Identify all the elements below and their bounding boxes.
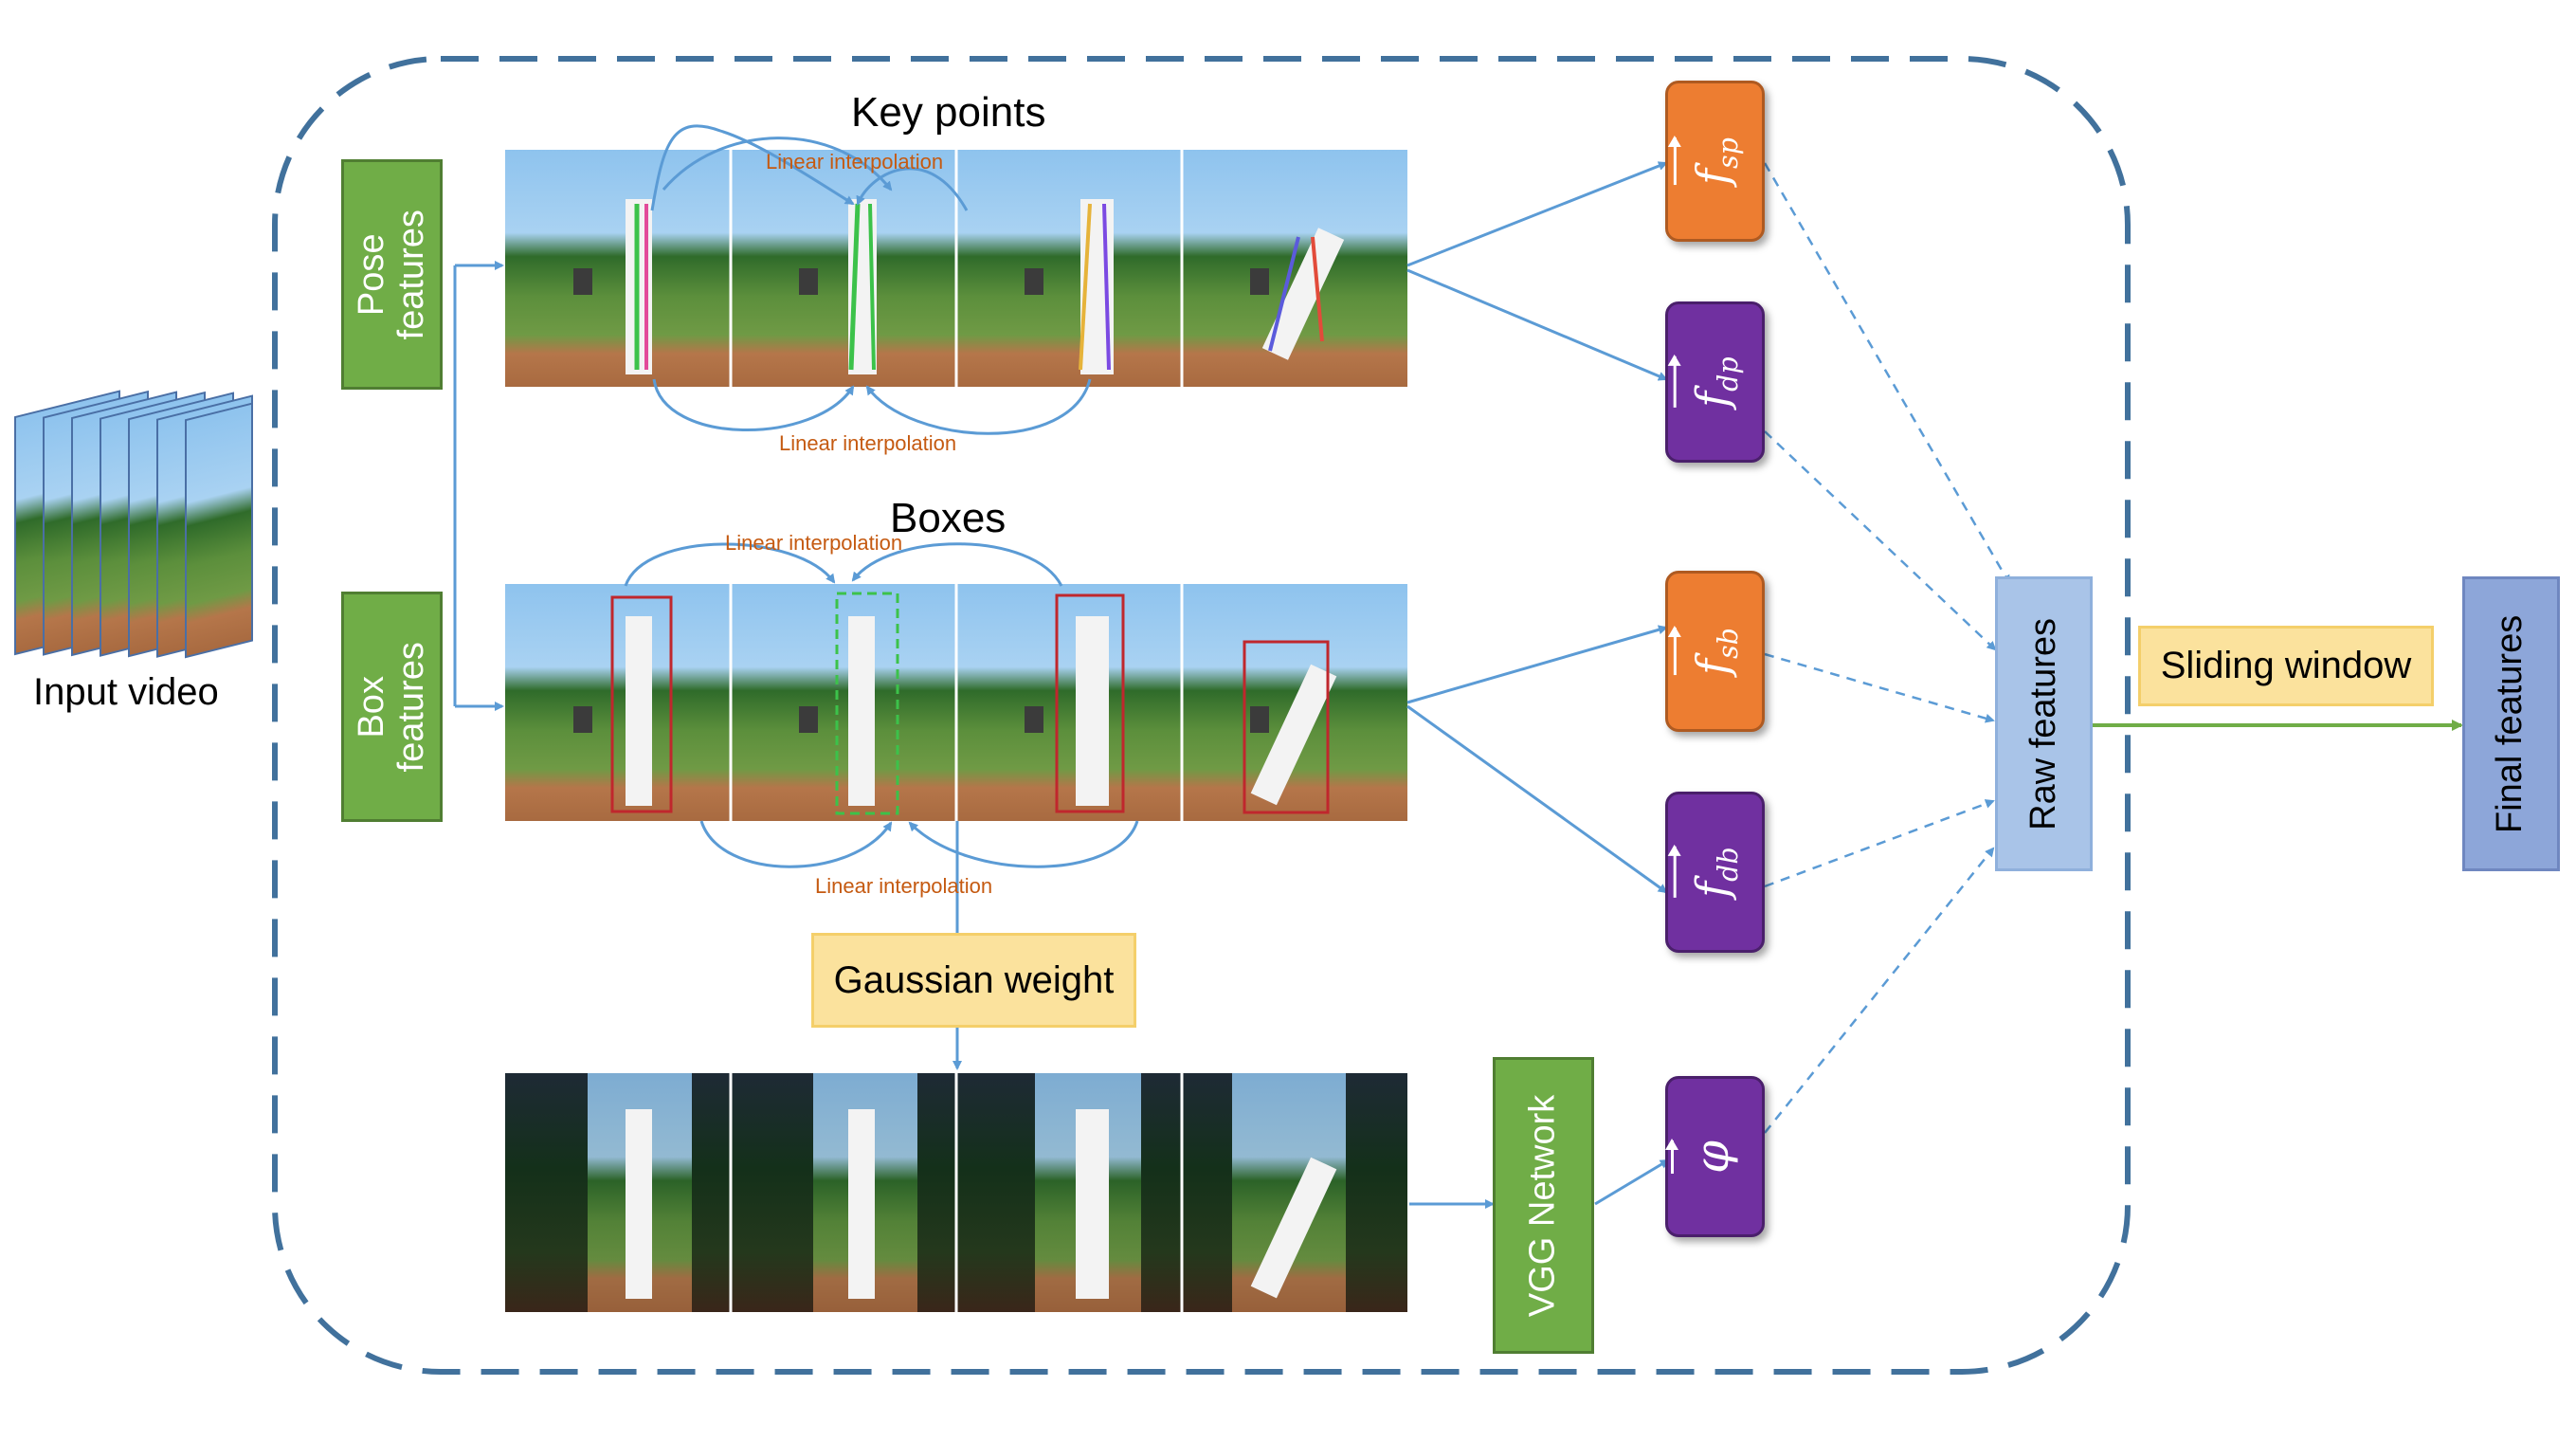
box-features-box: Box features (341, 592, 443, 822)
f-sb-symbol: fsb (1673, 628, 1744, 675)
f-dp-symbol: fdp (1673, 356, 1744, 408)
f-sp-box: fsp (1665, 81, 1765, 242)
input-video-stack (14, 390, 253, 659)
interp-label-keypoints-top: Linear interpolation (766, 150, 944, 173)
input-video-label: Input video (33, 671, 219, 713)
gaussian-weight-label: Gaussian weight (833, 958, 1115, 1001)
raw-features-label: Raw features (2023, 617, 2063, 830)
interp-label-boxes-top: Linear interpolation (725, 531, 903, 555)
vector-arrow-icon (1673, 847, 1677, 898)
vgg-network-box: VGG Network (1493, 1057, 1594, 1354)
vector-arrow-icon (1670, 1140, 1674, 1174)
final-features-box: Final features (2462, 576, 2560, 871)
boxes-image-strip (505, 584, 1407, 821)
interp-label-keypoints-bottom: Linear interpolation (779, 431, 957, 455)
phi-symbol: φ (1670, 1140, 1746, 1174)
boxes-title: Boxes (890, 495, 1007, 541)
pose-features-label: Pose features (351, 209, 431, 340)
f-db-symbol: fdb (1673, 847, 1744, 898)
box-features-label: Box features (351, 641, 431, 773)
raw-features-box: Raw features (1995, 576, 2093, 871)
key-points-title: Key points (851, 89, 1046, 136)
dashed-outer-frame (272, 56, 2131, 1375)
pose-features-box: Pose features (341, 159, 443, 390)
f-dp-box: fdp (1665, 301, 1765, 463)
gaussian-weighted-image-strip (505, 1073, 1407, 1312)
gaussian-weight-box: Gaussian weight (811, 933, 1136, 1028)
sliding-window-box: Sliding window (2138, 626, 2434, 706)
vector-arrow-icon (1673, 137, 1677, 185)
phi-box: φ (1665, 1076, 1765, 1237)
final-features-label: Final features (2490, 614, 2531, 833)
f-sb-box: fsb (1665, 571, 1765, 732)
f-db-box: fdb (1665, 792, 1765, 953)
vector-arrow-icon (1673, 356, 1677, 408)
f-sp-symbol: fsp (1673, 137, 1744, 185)
keypoints-image-strip (505, 150, 1407, 387)
sliding-window-label: Sliding window (2160, 645, 2412, 686)
vector-arrow-icon (1673, 628, 1677, 675)
vgg-network-label: VGG Network (1522, 1094, 1563, 1317)
interp-label-boxes-bottom: Linear interpolation (815, 874, 993, 898)
